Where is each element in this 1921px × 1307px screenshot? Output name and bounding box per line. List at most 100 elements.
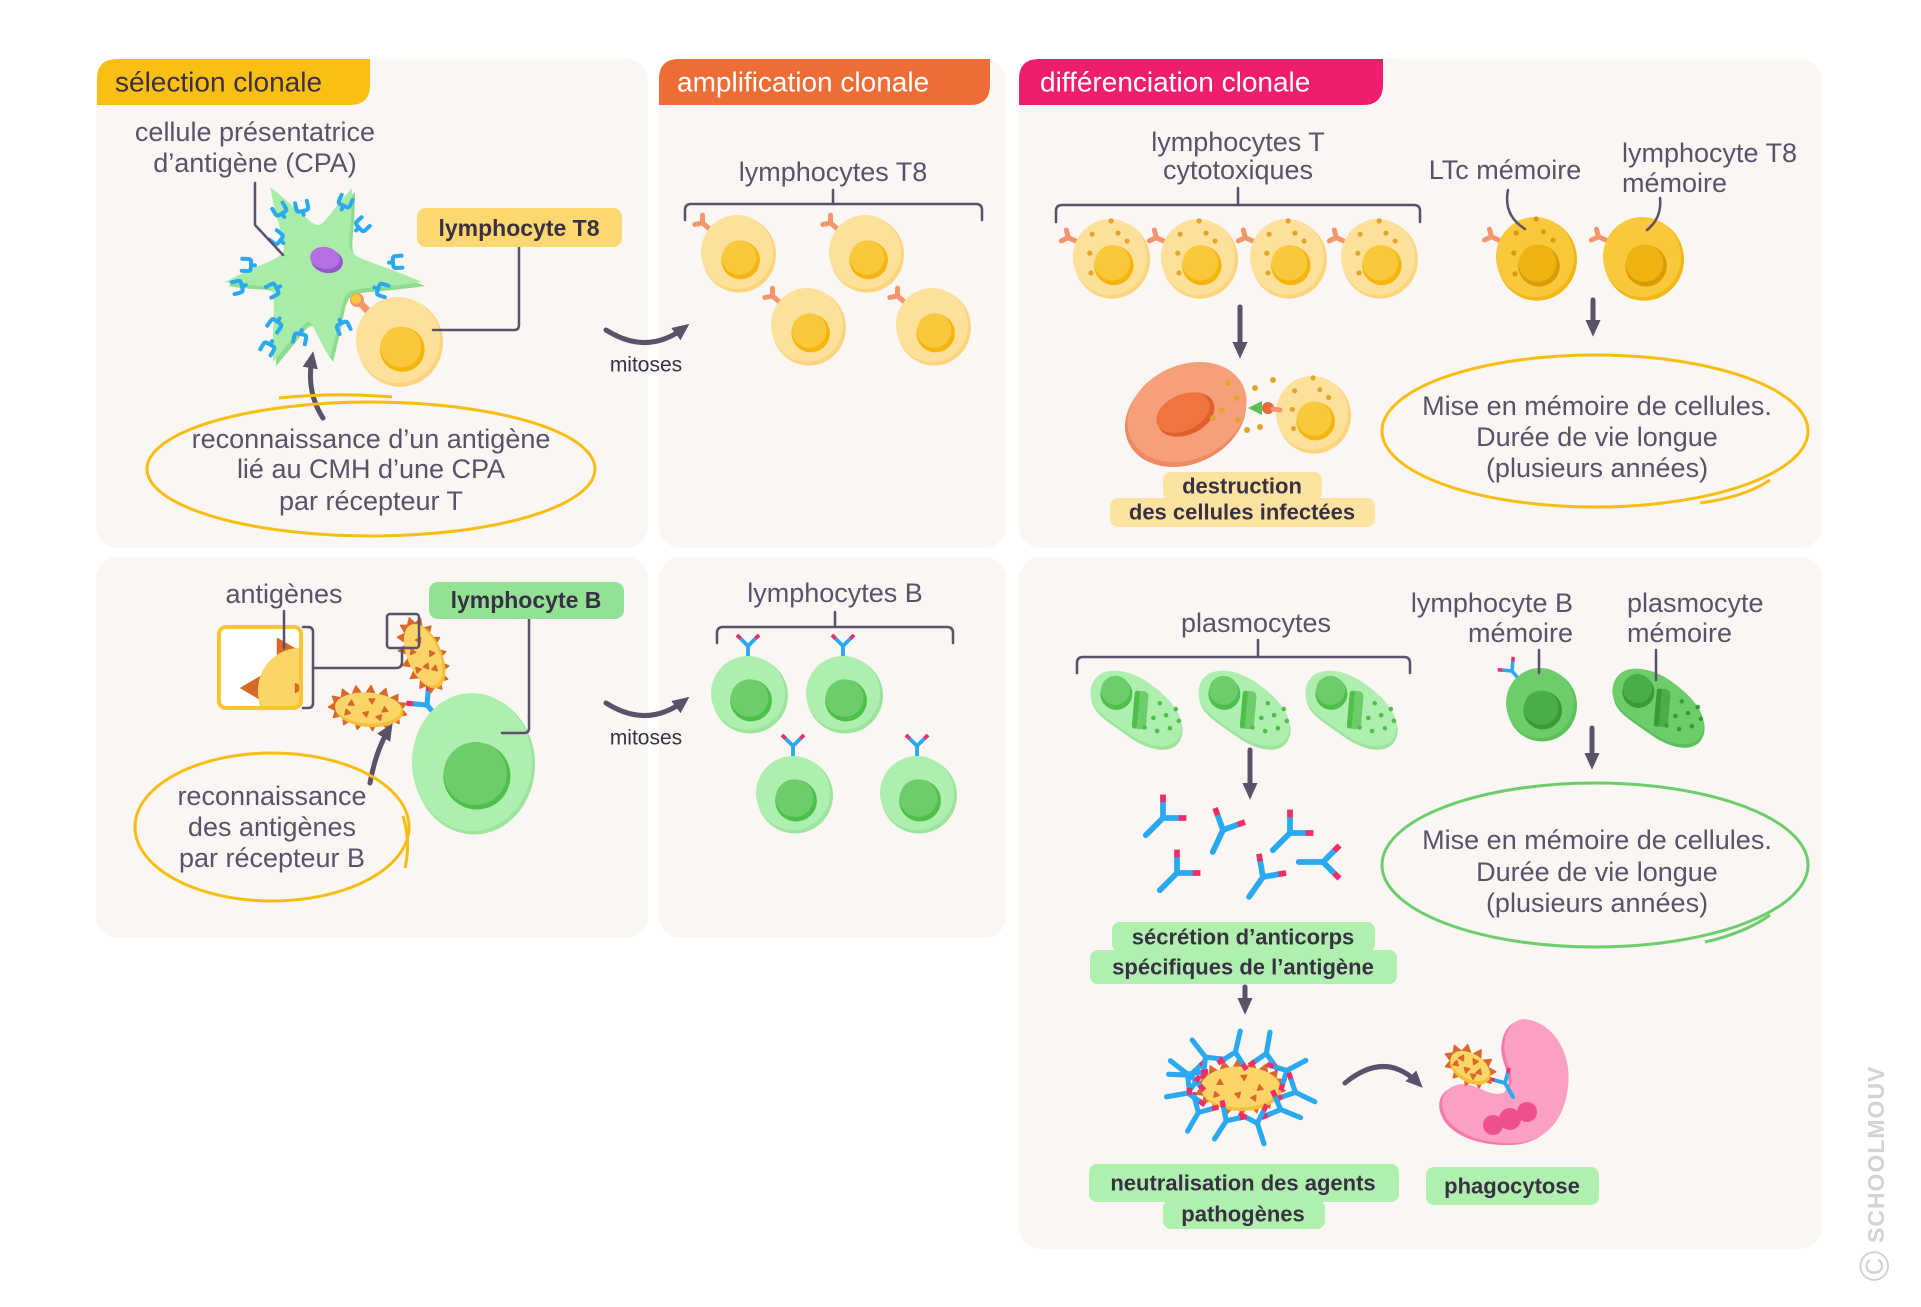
cmh-receptor-icon (387, 253, 405, 271)
b-memory-note-line-2: Durée de vie longue (1476, 857, 1718, 887)
cell-nucleus (1296, 401, 1332, 436)
immune-synapse-cmh (1248, 401, 1262, 415)
lymphocyte-b-clone (711, 633, 788, 734)
secretory-vesicle (1695, 704, 1701, 710)
cytotoxic-granule (1511, 250, 1517, 256)
endoplasmic-reticulum (1653, 688, 1671, 728)
t-memory-note-line-2: Durée de vie longue (1476, 422, 1718, 452)
stage-title-amplification: amplification clonale (677, 67, 929, 98)
secretion-tag-box-2 (1090, 950, 1397, 984)
cytotoxic-granule (1177, 231, 1183, 237)
secretory-vesicle (1142, 725, 1147, 730)
t-mitoses-arrow (603, 323, 690, 345)
secretory-vesicle (1382, 725, 1388, 731)
cytotoxic-t-cell (1146, 218, 1238, 299)
cmh-receptor-icon (334, 317, 353, 337)
cytotoxic-granule (1355, 250, 1361, 256)
secretory-vesicle (1250, 725, 1255, 730)
antigen-spot (1240, 1074, 1248, 1082)
antibody-binding-site (1332, 843, 1342, 853)
released-granule (1235, 417, 1241, 423)
cytotoxic-granule (1326, 394, 1332, 401)
cytotoxic-granule (1376, 218, 1382, 224)
secretory-vesicle (1275, 725, 1281, 731)
ltc-memory-cell (1481, 216, 1577, 301)
antibody-binding-site (735, 633, 742, 640)
b-memory-note-line-3: (plusieurs années) (1486, 888, 1708, 918)
antigen-spot (344, 708, 352, 716)
t-response-labels: cellule présentatrice d’antigène (CPA) l… (135, 117, 1797, 525)
antibody-stem (1189, 1037, 1209, 1060)
secretory-vesicle (1262, 728, 1268, 734)
cmh-receptor-icon (239, 256, 257, 274)
antibody-stem (1284, 1057, 1309, 1074)
secretory-vesicle (1157, 700, 1163, 706)
b-receptor-icon (830, 633, 856, 665)
cytotoxic-granule (1392, 238, 1398, 244)
cytotoxic-granule (1087, 250, 1093, 256)
antigen-spot (1216, 1078, 1224, 1085)
antigen-spot (347, 699, 355, 706)
reticulum-band-shade (1346, 690, 1355, 729)
antigen-spot (1463, 1066, 1471, 1074)
infected-cell (1124, 361, 1247, 467)
released-granule (1252, 385, 1258, 391)
cmh-receptor-icon (270, 200, 289, 219)
cmh-receptor-icon (291, 328, 309, 347)
lymphocyte-b-leader-line (500, 617, 531, 735)
t-mitoses-label: mitoses (610, 354, 682, 377)
secretory-vesicle (1369, 728, 1375, 734)
immune-synapse-receptor (1270, 406, 1283, 413)
antibody-stem (1167, 1058, 1190, 1077)
cytotoxic-granule (1266, 231, 1272, 237)
t-recognition-note-outline (145, 400, 597, 538)
antibody-binding-site (1178, 815, 1187, 821)
plasmocyte-cell (1198, 670, 1291, 750)
secretory-vesicle (1163, 712, 1169, 718)
antibody-binding-site (1216, 1057, 1225, 1066)
antibody-arm (841, 636, 853, 648)
antibody-arm (1195, 1106, 1215, 1115)
t-recognition-note-line-1: reconnaissance d’un antigène (192, 424, 551, 454)
neutralisation-tag-line-2: pathogènes (1181, 1202, 1304, 1227)
b-memory-note-line-1: Mise en mémoire de cellules. (1422, 825, 1772, 855)
b-receptor-icon (904, 733, 930, 765)
antibody-arm (791, 736, 803, 748)
inset-connector-line (311, 646, 404, 670)
antibody-arm (1510, 659, 1515, 673)
secretory-vesicle (1679, 698, 1685, 704)
cytotoxic-granule (1513, 230, 1519, 236)
destruction-tag-box-2 (1110, 498, 1375, 527)
cytotoxic-granule (1264, 250, 1270, 256)
antibody-stem (1142, 815, 1166, 839)
pathogen-icon (1194, 1058, 1286, 1116)
antibody-binding-site (830, 633, 837, 640)
cytotoxic-granule (1124, 238, 1130, 244)
secretory-vesicle (1151, 715, 1156, 721)
secreted-antibody-icon (1269, 809, 1314, 854)
destruction-tag-line-1: destruction (1182, 474, 1302, 499)
endoplasmic-reticulum (1131, 690, 1149, 730)
lymphocyte-t8-clone (820, 212, 904, 293)
antibody-arm (1272, 1094, 1284, 1113)
cytotoxic-granule (1357, 231, 1363, 237)
antibody-arm (1160, 815, 1182, 821)
secretory-vesicle (1154, 728, 1160, 734)
antibody-binding-site (406, 700, 414, 707)
antibody-arm (1270, 1063, 1290, 1074)
t-memory-note-stroke (1699, 478, 1771, 505)
antibody-arm (1174, 870, 1196, 876)
bracket-plasmocytes (1075, 655, 1412, 675)
t-receptor-arm (1235, 235, 1248, 244)
secretory-vesicle (1372, 700, 1378, 706)
cell-nucleus (849, 240, 885, 275)
lymphocyte-t8-clone (762, 285, 846, 366)
antibody-stem (1209, 827, 1226, 855)
reticulum-band-shade (1653, 688, 1662, 727)
arrows (302, 297, 1601, 1088)
cell-nucleus (1623, 673, 1653, 703)
cell-nucleus (721, 240, 757, 275)
watermark: SCHOOLMOUV © (1851, 1066, 1898, 1282)
endoplasmic-reticulum (1239, 690, 1257, 730)
antibody-arm (1254, 1108, 1267, 1126)
